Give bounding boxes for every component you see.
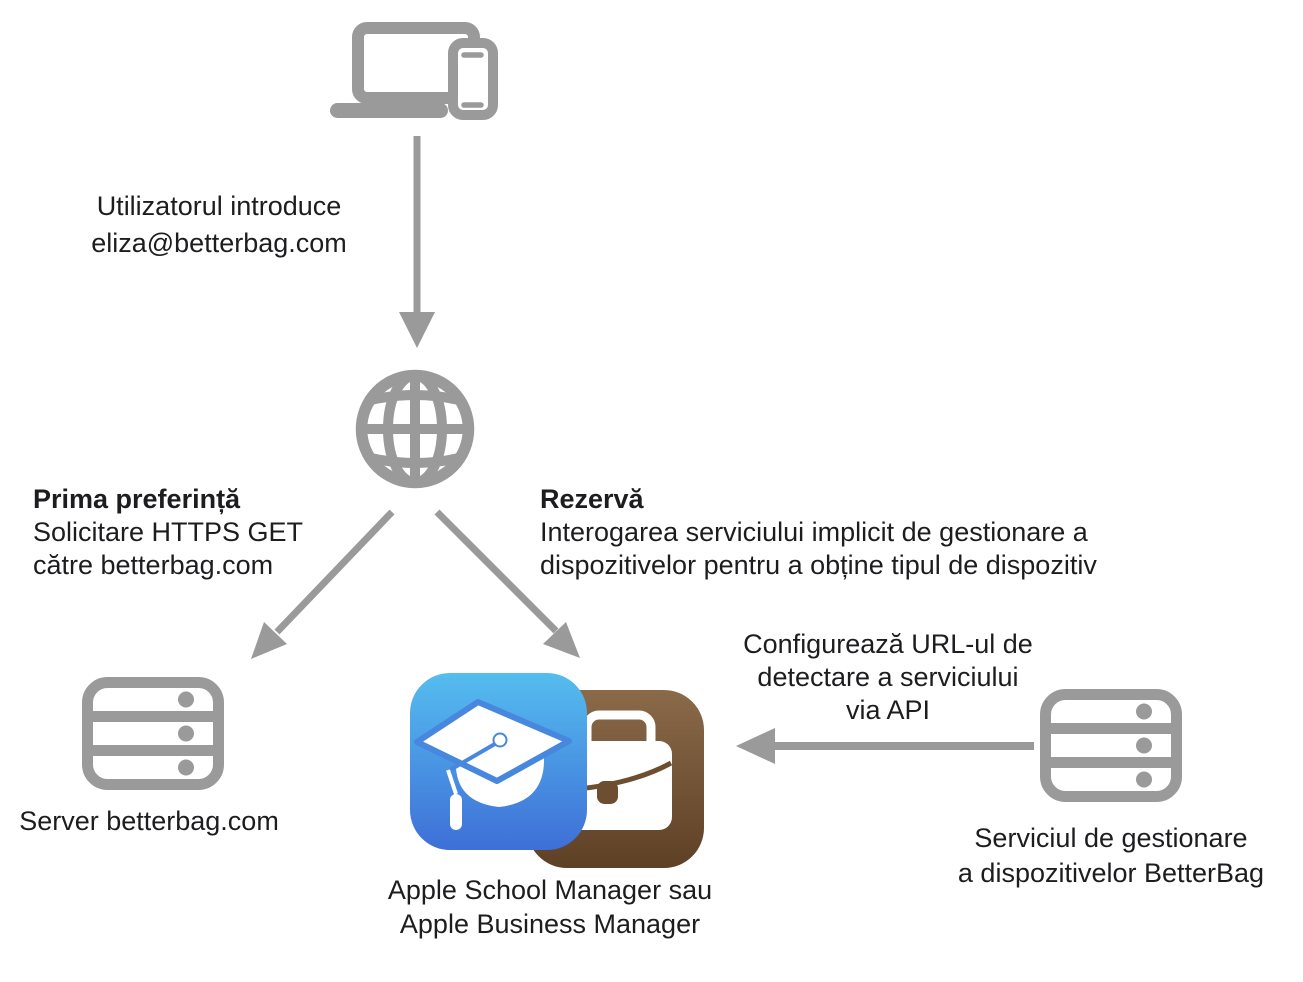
arrow-left-icon (736, 728, 1034, 764)
first-preference-line2: către betterbag.com (33, 550, 274, 580)
configure-line3: via API (845, 695, 931, 725)
configure-line1: Configurează URL-ul de (743, 629, 1033, 659)
user-entry-line1: Utilizatorul introduce (96, 191, 342, 221)
mdm-line1: Serviciul de gestionare (974, 823, 1248, 853)
mdm-line2: a dispozitivelor BetterBag (957, 858, 1265, 888)
user-entry-line2: eliza@betterbag.com (91, 228, 347, 258)
arrow-down-left-icon (251, 509, 395, 659)
server-icon-left (88, 683, 219, 785)
server-icon-right (1046, 695, 1177, 797)
fallback-line1: Interogarea serviciului implicit de gest… (540, 517, 1088, 547)
configure-url-label: Configurează URL-ul de detectare a servi… (728, 628, 1048, 727)
mdm-service-label: Serviciul de gestionare a dispozitivelor… (941, 821, 1281, 891)
server-left-label: Server betterbag.com (0, 805, 309, 838)
first-preference-label: Prima preferință Solicitare HTTPS GET că… (33, 483, 433, 582)
apple-school-manager-icon (410, 673, 587, 850)
first-preference-line1: Solicitare HTTPS GET (33, 517, 304, 547)
configure-line2: detectare a serviciului (757, 662, 1019, 692)
managers-line2: Apple Business Manager (399, 909, 701, 939)
first-preference-heading: Prima preferință (33, 484, 241, 514)
globe-icon (355, 369, 475, 489)
fallback-label: Rezervă Interogarea serviciului implicit… (540, 483, 1200, 582)
arrow-down-right-icon (434, 509, 580, 658)
arrow-down-icon (399, 136, 435, 348)
managers-label: Apple School Manager sau Apple Business … (370, 873, 730, 941)
user-entry-label: Utilizatorul introduce eliza@betterbag.c… (59, 188, 379, 262)
server-left-label-text: Server betterbag.com (19, 806, 279, 836)
fallback-line2: dispozitivelor pentru a obține tipul de … (540, 550, 1097, 580)
laptop-and-iphone-icon (330, 22, 498, 120)
managers-line1: Apple School Manager sau (387, 875, 713, 905)
fallback-heading: Rezervă (540, 484, 644, 514)
